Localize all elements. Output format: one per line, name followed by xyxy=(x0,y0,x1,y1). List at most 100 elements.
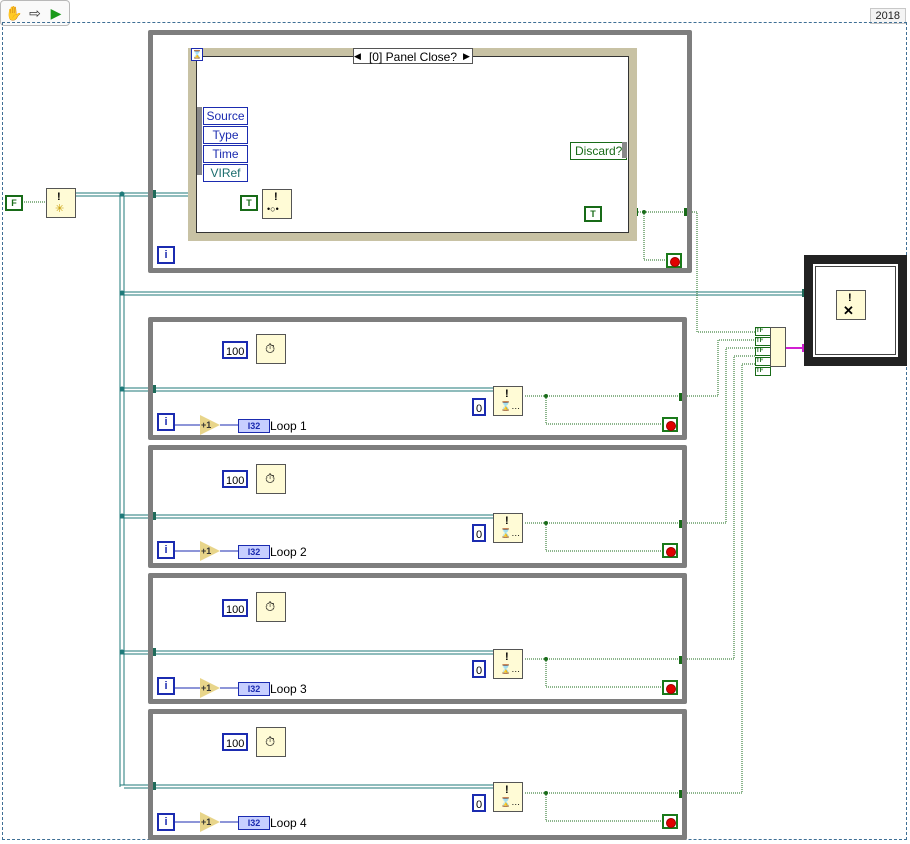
event-data-viref: VIRef xyxy=(203,164,248,182)
decrement-case-icon[interactable]: ◀ xyxy=(354,51,361,61)
loop-indicator-label: Loop 4 xyxy=(270,816,307,830)
stop-terminal-loop-1[interactable] xyxy=(662,417,678,432)
iteration-terminal: i xyxy=(157,413,175,431)
true-constant-inner[interactable]: T xyxy=(240,195,258,211)
event-structure-border xyxy=(196,56,629,233)
wait-ms-constant[interactable]: 100 xyxy=(222,341,248,359)
send-icon: •○• xyxy=(267,204,279,214)
timeout-terminal-icon: ⌛ xyxy=(191,48,203,61)
wait-ms-node[interactable]: ⏱ xyxy=(256,727,286,757)
boolean-wires xyxy=(22,201,755,822)
sparkle-icon: ✳ xyxy=(55,203,65,215)
discard-terminal: Discard? xyxy=(570,142,628,160)
while-loop-4[interactable]: i xyxy=(148,709,687,840)
increment-node[interactable] xyxy=(200,812,220,832)
arrow-icon[interactable]: ⇨ xyxy=(29,5,41,21)
loop-indicator-label: Loop 3 xyxy=(270,682,307,696)
wait-ms-constant[interactable]: 100 xyxy=(222,733,248,751)
create-notifier-node[interactable]: ! ✳ xyxy=(46,188,76,218)
clock-icon: ⏱ xyxy=(265,734,276,749)
clock-icon: ⏱ xyxy=(265,599,276,614)
timeout-constant[interactable]: 0 xyxy=(472,398,486,416)
build-array-input: TF xyxy=(755,367,771,376)
wait-notification-node[interactable]: ! ⌛… xyxy=(493,782,523,812)
wait-ms-constant[interactable]: 100 xyxy=(222,599,248,617)
iteration-terminal: i xyxy=(157,246,175,264)
warning-icon: ! xyxy=(848,292,852,304)
close-icon: ✕ xyxy=(843,303,854,318)
event-data-handle xyxy=(197,107,202,175)
iteration-terminal: i xyxy=(157,813,175,831)
warning-icon: ! xyxy=(505,651,509,663)
hourglass-icon: ⌛… xyxy=(500,664,521,674)
iteration-terminal: i xyxy=(157,541,175,559)
toolbar: ✋ ⇨ ▶ xyxy=(0,0,70,26)
build-array-input: TF xyxy=(755,357,771,366)
hourglass-icon: ⌛… xyxy=(500,528,521,538)
event-data-time: Time xyxy=(203,145,248,163)
while-loop-2[interactable]: i xyxy=(148,445,687,568)
timeout-constant[interactable]: 0 xyxy=(472,660,486,678)
send-notification-node[interactable]: ! •○• xyxy=(262,189,292,219)
wait-ms-node[interactable]: ⏱ xyxy=(256,334,286,364)
clock-icon: ⏱ xyxy=(265,471,276,486)
increment-label: +1 xyxy=(201,420,212,430)
timeout-constant[interactable]: 0 xyxy=(472,524,486,542)
event-data-type: Type xyxy=(203,126,248,144)
increment-label: +1 xyxy=(201,817,212,827)
discard-label: Discard? xyxy=(575,144,623,158)
warning-icon: ! xyxy=(57,191,61,203)
event-case-selector[interactable]: [0] Panel Close? xyxy=(353,48,473,64)
while-loop-1[interactable]: i xyxy=(148,317,687,440)
i32-indicator: I32 xyxy=(238,682,270,696)
wait-notification-node[interactable]: ! ⌛… xyxy=(493,513,523,543)
build-array-input: TF xyxy=(755,347,771,356)
build-array-input: TF xyxy=(755,337,771,346)
stop-terminal-loop-4[interactable] xyxy=(662,814,678,829)
increment-label: +1 xyxy=(201,683,212,693)
release-notifier-node[interactable]: ! ✕ xyxy=(836,290,866,320)
warning-icon: ! xyxy=(274,191,278,203)
event-data-source: Source xyxy=(203,107,248,125)
warning-icon: ! xyxy=(505,515,509,527)
stop-terminal-loop-3[interactable] xyxy=(662,680,678,695)
i32-indicator: I32 xyxy=(238,545,270,559)
increment-node[interactable] xyxy=(200,678,220,698)
hand-tool-icon[interactable]: ✋ xyxy=(5,5,23,21)
clock-icon: ⏱ xyxy=(265,341,276,356)
discard-handle xyxy=(622,142,627,158)
wait-notification-node[interactable]: ! ⌛… xyxy=(493,649,523,679)
loop-indicator-label: Loop 1 xyxy=(270,419,307,433)
warning-icon: ! xyxy=(505,388,509,400)
while-loop-3[interactable]: i xyxy=(148,573,687,704)
case-selector-label: [0] Panel Close? xyxy=(368,50,458,64)
run-icon[interactable]: ▶ xyxy=(50,5,62,21)
timeout-constant[interactable]: 0 xyxy=(472,794,486,812)
event-data-node: Source Type Time VIRef xyxy=(203,107,248,183)
stop-terminal-event-loop[interactable] xyxy=(666,253,682,268)
increment-case-icon[interactable]: ▶ xyxy=(463,51,470,61)
wire-junctions xyxy=(119,191,646,795)
build-array-input: TF xyxy=(755,327,771,336)
numeric-wires xyxy=(174,424,238,823)
increment-label: +1 xyxy=(201,546,212,556)
wait-ms-constant[interactable]: 100 xyxy=(222,470,248,488)
false-constant[interactable]: F xyxy=(5,195,23,211)
loop-indicator-label: Loop 2 xyxy=(270,545,307,559)
event-while-loop[interactable]: i xyxy=(148,30,692,273)
true-constant-right[interactable]: T xyxy=(584,206,602,222)
iteration-terminal: i xyxy=(157,677,175,695)
wait-ms-node[interactable]: ⏱ xyxy=(256,464,286,494)
increment-node[interactable] xyxy=(200,541,220,561)
hourglass-icon: ⌛… xyxy=(500,797,521,807)
wait-ms-node[interactable]: ⏱ xyxy=(256,592,286,622)
build-array-body xyxy=(770,327,786,367)
stop-terminal-loop-2[interactable] xyxy=(662,543,678,558)
wait-notification-node[interactable]: ! ⌛… xyxy=(493,386,523,416)
i32-indicator: I32 xyxy=(238,816,270,830)
warning-icon: ! xyxy=(505,784,509,796)
version-badge: 2018 xyxy=(869,8,906,24)
hourglass-icon: ⌛… xyxy=(500,401,521,411)
i32-indicator: I32 xyxy=(238,419,270,433)
increment-node[interactable] xyxy=(200,415,220,435)
